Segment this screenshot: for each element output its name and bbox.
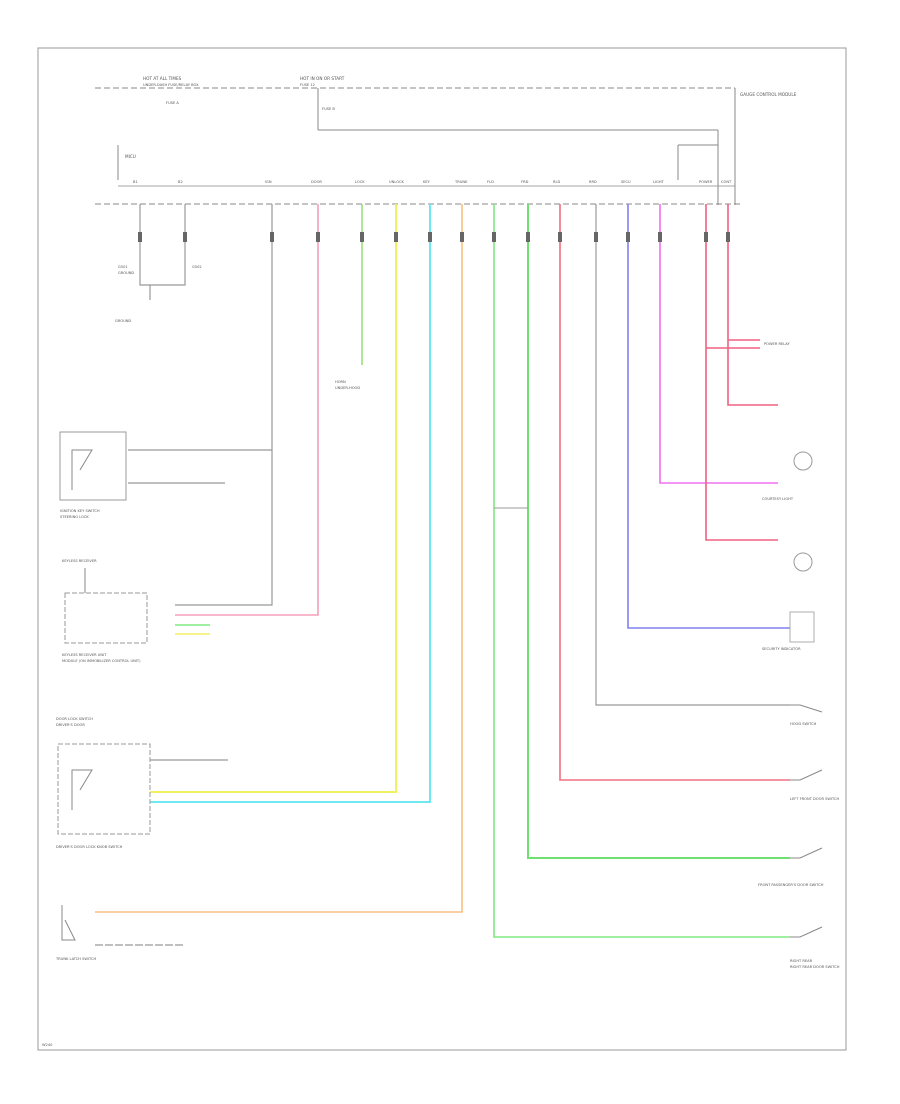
hood-switch-icon[interactable] [790,704,823,713]
security-indicator-label: SECURITY INDICATOR [762,647,801,651]
key-switch-sub-label: STEERING LOCK [60,515,89,519]
power-relay-label: POWER RELAY [764,342,790,346]
pin-connector-tick [183,232,187,242]
right-rear-label: RIGHT REAR [790,959,813,963]
pin-label: KEY [423,180,431,184]
keyless-receiver-group-label: KEYLESS RECEIVER [62,559,97,563]
passenger-door-label: FRONT PASSENGER'S DOOR SWITCH [758,883,824,887]
pin-connector-tick [492,232,496,242]
diagram-frame [37,47,847,1051]
wire-door [175,204,319,616]
lf-door-switch-label: LEFT FRONT DOOR SWITCH [790,797,839,801]
pin-label-row: B1 B2 IGN DOOR LOCK UNLOCK KEY TRUNK FLD FRD RLD RR… [133,180,732,184]
rr-door-switch-label: RIGHT REAR DOOR SWITCH [790,965,840,969]
ignition-key-switch-box[interactable] [59,431,127,501]
fuse-left-label: HOT AT ALL TIMES [143,76,182,81]
ceiling-light-icon[interactable] [793,552,813,572]
fuse-b-label: FUSE B [322,107,335,111]
trunk-latch-switch-icon[interactable] [61,905,76,941]
pin-connector-tick [394,232,398,242]
pin-label: POWER [699,180,713,184]
keyless-receiver-box[interactable] [64,592,148,644]
wire-key [150,204,431,803]
wire-b1 [139,204,150,286]
pin-connector-tick [270,232,274,242]
door-lock-unit-label: DRIVER'S DOOR LOCK KNOB SWITCH [56,845,123,849]
pin-label: LIGHT [653,180,665,184]
fuse-right-sub: FUSE 12 [300,83,315,87]
footer-code: W240 [42,1043,53,1047]
wire-secu [627,204,790,629]
wire-b2 [149,204,186,300]
trunk-latch-label: TRUNK LATCH SWITCH [55,957,96,961]
pin-connector-tick [626,232,630,242]
g1-sub-label: GROUND [118,271,134,275]
pin-connector-tick [658,232,662,242]
rf-door-switch-icon[interactable] [790,847,823,859]
door-lock-switch-box[interactable] [57,743,151,835]
pin-label: IGN [265,180,272,184]
wire-light [659,204,778,484]
pin-tick-row [138,232,730,242]
wire-frd [527,204,790,859]
pin-connector-tick [360,232,364,242]
underhood-label: UNDER-HOOD [335,386,360,390]
wire-power [705,204,778,541]
courtesy-light-label: COURTESY LIGHT [762,497,794,501]
wire-trunk [95,204,463,913]
pin-connector-tick [460,232,464,242]
fuse-right-label: HOT IN ON OR START [300,76,345,81]
security-indicator-icon[interactable] [789,611,815,643]
g1-label: G501 [118,265,128,269]
pin-label: RRD [589,180,597,184]
pin-label: LOCK [355,180,365,184]
courtesy-light-icon[interactable] [793,451,813,471]
wire-rrd [595,204,790,706]
key-switch-contact-icon [71,449,93,490]
ground-label: GROUND [115,319,131,323]
pin-connector-tick [704,232,708,242]
wire-fld [493,204,790,938]
pin-label: CONT [721,180,732,184]
module-label: MICU [125,154,136,159]
pin-label: FLD [487,180,494,184]
wire-ign [175,204,273,606]
door-lock-label: DOOR LOCK SWITCH [56,717,93,721]
pin-label: RLD [553,180,560,184]
pin-label: UNLOCK [389,180,405,184]
keyless-receiver-sub-label: MODULE (ON IMMOBILIZER CONTROL UNIT) [62,659,141,663]
pin-label: B1 [133,180,138,184]
pin-connector-tick [726,232,730,242]
keyless-receiver-unit-label: KEYLESS RECEIVER UNIT [62,653,107,657]
wire-group [95,204,790,946]
pin-label: SECU [621,180,631,184]
pin-connector-tick [428,232,432,242]
pin-label: TRUNK [454,180,468,184]
pin-label: DOOR [311,180,322,184]
right-header-label: GAUGE CONTROL MODULE [740,92,797,97]
wire-unlock [150,204,397,793]
pin-connector-tick [316,232,320,242]
key-switch-label: IGNITION KEY SWITCH [60,509,100,513]
pin-label: B2 [178,180,183,184]
door-lock-contact-icon [71,769,93,810]
fuse-a-label: FUSE A [166,101,179,105]
lf-door-switch-icon[interactable] [790,769,823,781]
horn-label: HORN [335,380,346,384]
wire-cont [727,204,778,406]
pin-connector-tick [526,232,530,242]
fuse-left-sub: UNDER-DASH FUSE/RELAY BOX [143,83,199,87]
wire-rld [559,204,790,781]
pin-label: FRD [521,180,529,184]
pin-connector-tick [594,232,598,242]
door-lock-sub-label: DRIVER'S DOOR [56,723,85,727]
pin-connector-tick [138,232,142,242]
pin-connector-tick [558,232,562,242]
rr-door-switch-icon[interactable] [790,926,823,938]
hood-switch-label: HOOD SWITCH [790,722,817,726]
g2-label: G502 [192,265,202,269]
